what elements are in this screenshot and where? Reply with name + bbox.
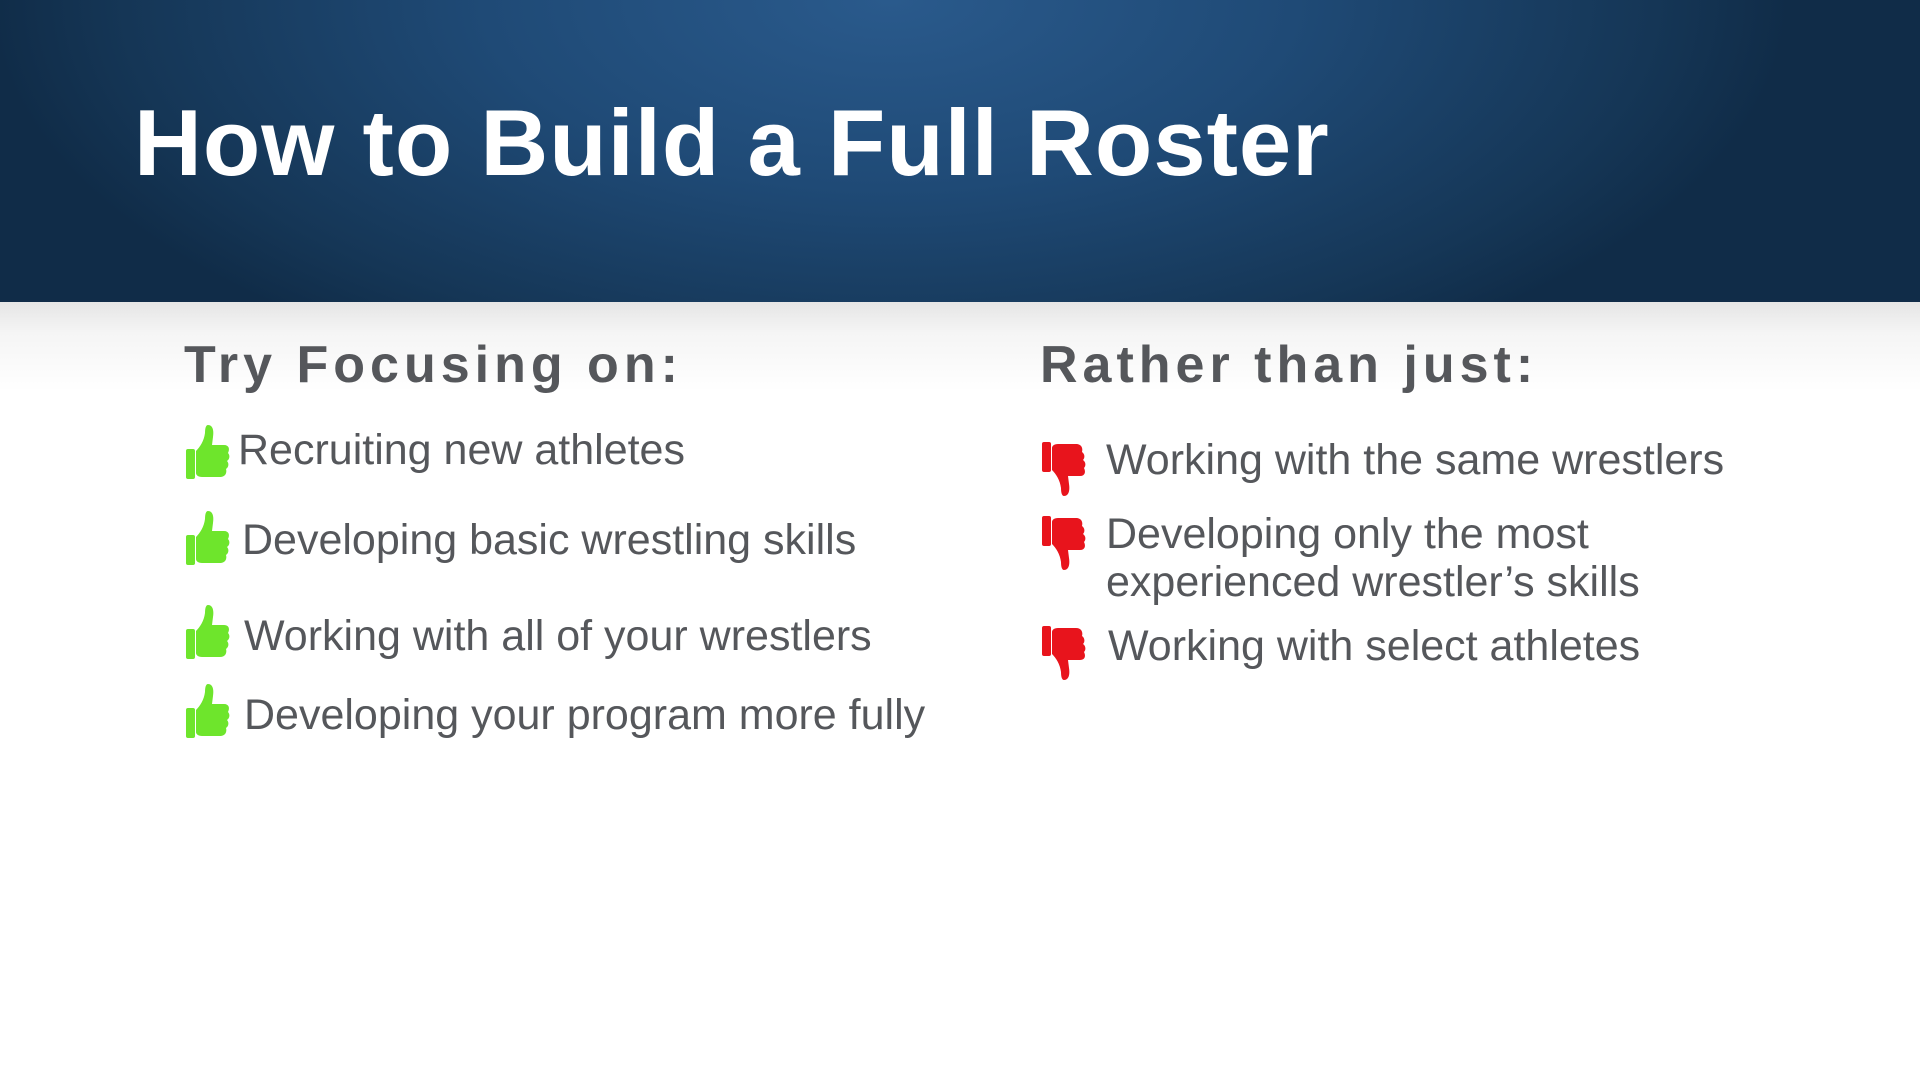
thumbs-up-icon <box>184 603 230 665</box>
thumbs-up-icon <box>184 423 230 485</box>
focus-column: Try Focusing on: <box>184 330 1014 400</box>
focus-item-text: Developing basic wrestling skills <box>242 516 857 564</box>
rather-column: Rather than just: <box>1040 330 1870 400</box>
rather-heading: Rather than just: <box>1040 336 1539 394</box>
rather-item-text: Working with select athletes <box>1108 622 1641 670</box>
title-bar: How to Build a Full Roster <box>0 0 1920 302</box>
rather-item-text: Working with the same wrestlers <box>1106 436 1725 484</box>
focus-list-item: Developing your program more fully <box>184 682 925 744</box>
title-bar-shadow <box>0 302 1920 392</box>
rather-list-item: Developing only the most experienced wre… <box>1040 510 1640 606</box>
slide-title: How to Build a Full Roster <box>134 90 1330 195</box>
rather-item-text-block: Developing only the most experienced wre… <box>1106 510 1640 606</box>
rather-list-item: Working with the same wrestlers <box>1040 436 1724 498</box>
thumbs-up-icon <box>184 509 230 571</box>
rather-list-item: Working with select athletes <box>1040 620 1640 682</box>
rather-item-text-line: Developing only the most <box>1106 510 1589 558</box>
thumbs-down-icon <box>1040 436 1086 498</box>
rather-item-text-line: experienced wrestler’s skills <box>1106 558 1640 606</box>
thumbs-up-icon <box>184 682 230 744</box>
focus-list-item: Working with all of your wrestlers <box>184 603 872 665</box>
focus-item-text: Working with all of your wrestlers <box>244 612 872 660</box>
focus-list-item: Developing basic wrestling skills <box>184 509 856 571</box>
thumbs-down-icon <box>1040 510 1086 572</box>
focus-heading: Try Focusing on: <box>184 336 683 394</box>
thumbs-down-icon <box>1040 620 1086 682</box>
focus-item-text: Developing your program more fully <box>244 691 926 739</box>
focus-list-item: Recruiting new athletes <box>184 423 685 485</box>
focus-item-text: Recruiting new athletes <box>238 426 685 474</box>
